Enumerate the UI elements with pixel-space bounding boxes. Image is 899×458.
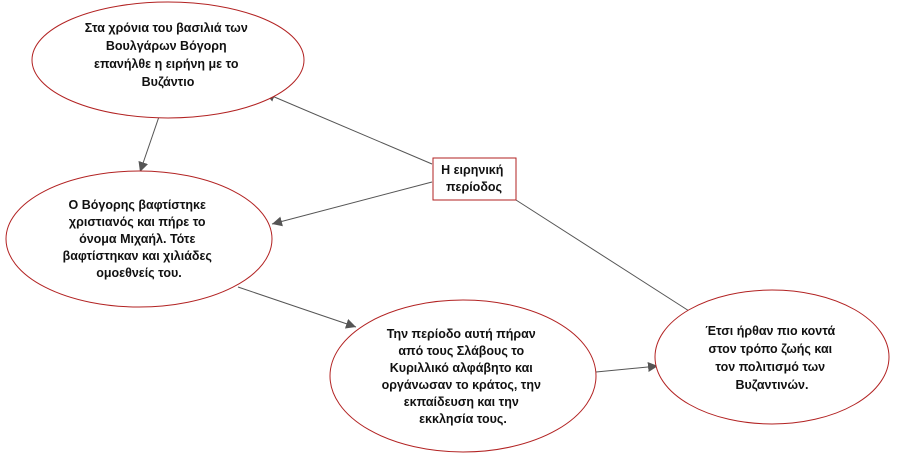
node-vogoris-peace-line: Βυζάντιο [142, 75, 195, 89]
node-alphabet-line: Κυριλλικό αλφάβητο και [390, 361, 534, 375]
node-baptism-line: βαφτίστηκαν και χιλιάδες [63, 249, 212, 263]
node-center-text: Η ειρηνική περίοδος [441, 163, 507, 194]
node-baptism[interactable]: Ο Βόγορης βαφτίστηκε χριστιανός και πήρε… [5, 170, 273, 308]
node-baptism-shape [5, 170, 273, 308]
node-center-peaceful-period[interactable]: Η ειρηνική περίοδος [432, 157, 517, 201]
edge-center-to-vogoris-peace [264, 92, 433, 165]
node-alphabet-text: Την περίοδο αυτή πήραν από τους Σλάβους … [382, 327, 545, 426]
node-alphabet-line: οργάνωσαν το κράτος, την [382, 378, 541, 392]
node-alphabet-line: από τους Σλάβους το [398, 344, 524, 358]
edge-center-to-byzantine-life [515, 199, 701, 319]
edge-center-to-baptism [271, 181, 433, 227]
node-baptism-line: όνομα Μιχαήλ. Τότε [79, 232, 195, 246]
node-byzantine-life[interactable]: Έτσι ήρθαν πιο κοντά στον τρόπο ζωής και… [654, 289, 890, 425]
node-alphabet-line: Την περίοδο αυτή πήραν [387, 327, 536, 341]
node-center-line: περίοδος [446, 180, 502, 194]
node-alphabet-line: εκπαίδευση και την [404, 395, 519, 409]
edge-alphabet-to-byzantine-life [595, 361, 659, 373]
node-vogoris-peace-line: επανήλθε η ειρήνη με το [94, 57, 239, 71]
node-vogoris-peace-text: Στα χρόνια του βασιλιά των Βουλγάρων Βόγ… [85, 21, 252, 89]
node-byzantine-life-shape [654, 289, 890, 425]
node-vogoris-peace-line: Στα χρόνια του βασιλιά των [85, 21, 248, 35]
edges-layer [138, 92, 701, 373]
node-byzantine-life-line: Βυζαντινών. [736, 378, 809, 392]
node-byzantine-life-line: Έτσι ήρθαν πιο κοντά [705, 324, 835, 338]
node-alphabet-line: εκκλησία τους. [419, 412, 507, 426]
node-vogoris-peace-line: Βουλγάρων Βόγορη [106, 39, 227, 53]
node-baptism-line: Ο Βόγορης βαφτίστηκε [69, 198, 206, 212]
node-alphabet-shape [329, 299, 597, 453]
node-vogoris-peace[interactable]: Στα χρόνια του βασιλιά των Βουλγάρων Βόγ… [31, 1, 305, 119]
node-alphabet[interactable]: Την περίοδο αυτή πήραν από τους Σλάβους … [329, 299, 597, 453]
edge-baptism-to-alphabet [237, 286, 357, 329]
node-byzantine-life-text: Έτσι ήρθαν πιο κοντά στον τρόπο ζωής και… [705, 324, 838, 392]
node-baptism-line: ομοεθνείς του. [96, 266, 182, 280]
node-byzantine-life-line: τον πολιτισμό των [715, 360, 825, 374]
node-vogoris-peace-shape [31, 1, 305, 119]
node-center-line: Η ειρηνική [441, 163, 503, 177]
node-baptism-line: χριστιανός και πήρε το [69, 215, 206, 229]
node-byzantine-life-line: στον τρόπο ζωής και [708, 342, 832, 356]
node-baptism-text: Ο Βόγορης βαφτίστηκε χριστιανός και πήρε… [63, 198, 216, 280]
node-center-shape [432, 157, 517, 201]
